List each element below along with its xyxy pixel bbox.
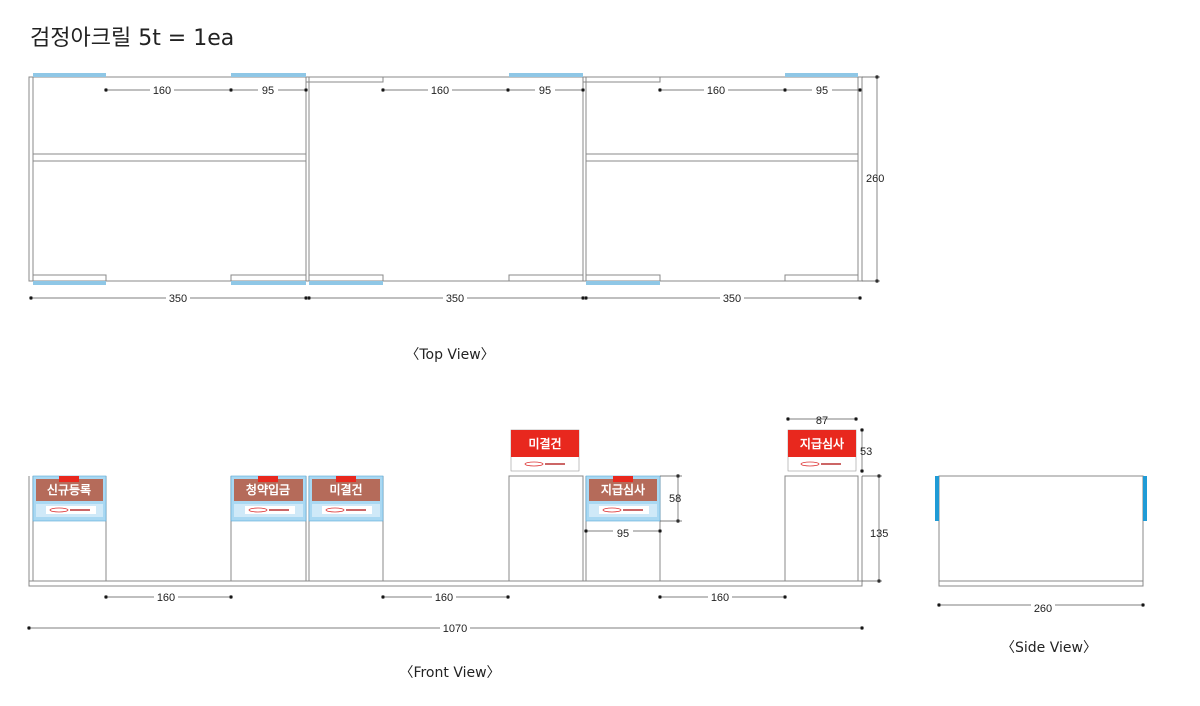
top-view-dimensions <box>29 75 880 300</box>
dim-label: 95 <box>262 85 274 97</box>
sign-label: 지급심사 <box>800 436 844 451</box>
top-sign-1: 미결건 <box>510 429 580 472</box>
top-view-dim-labels: 160 95 160 95 160 95 350 350 350 260 <box>150 85 884 305</box>
sign-label: 지급심사 <box>601 482 645 497</box>
front-view <box>28 475 863 587</box>
top-view-slot <box>308 274 384 282</box>
top-view-caption: 〈Top View〉 <box>405 347 494 363</box>
acrylic-strip <box>33 281 106 285</box>
dim-label: 95 <box>539 85 551 97</box>
dim-label: 160 <box>153 85 171 97</box>
front-view-box <box>508 475 584 582</box>
page-title: 검정아크릴 5t = 1ea <box>30 26 235 51</box>
top-view-acrylic-strips <box>33 73 858 285</box>
top-view-slot <box>582 76 661 83</box>
front-view-caption: 〈Front View〉 <box>399 665 500 681</box>
dim-label: 58 <box>669 493 681 505</box>
acrylic-strip <box>231 281 306 285</box>
dim-label: 95 <box>816 85 828 97</box>
top-view-shelf <box>32 153 307 162</box>
dim-label: 53 <box>860 446 872 458</box>
dim-label: 350 <box>723 293 741 305</box>
sign-label: 청약입금 <box>246 482 290 497</box>
side-view-frame <box>938 475 1144 587</box>
dim-label: 95 <box>617 528 629 540</box>
dim-label: 160 <box>435 592 453 604</box>
sign-label: 미결건 <box>528 436 561 451</box>
dim-label: 135 <box>870 528 888 540</box>
dim-label: 87 <box>816 415 828 427</box>
front-panel-4: 지급심사 <box>585 475 661 522</box>
acrylic-strip <box>785 73 858 77</box>
dim-label: 160 <box>707 85 725 97</box>
top-view-slot <box>32 274 107 282</box>
top-view-slot <box>585 274 661 282</box>
top-view-slot <box>508 274 584 282</box>
acrylic-strip <box>509 73 583 77</box>
dim-label: 260 <box>1034 603 1052 615</box>
sign-label: 미결건 <box>329 482 362 497</box>
top-sign-2: 지급심사 <box>787 429 857 472</box>
sign-label: 신규등록 <box>47 482 91 497</box>
dim-label: 350 <box>446 293 464 305</box>
side-view-caption: 〈Side View〉 <box>1001 640 1097 656</box>
dim-label: 160 <box>431 85 449 97</box>
top-view-shelf <box>585 153 859 162</box>
side-acrylic-strip <box>1143 476 1147 521</box>
dim-label: 350 <box>169 293 187 305</box>
top-view-slot <box>230 274 307 282</box>
dim-label: 1070 <box>443 623 467 635</box>
front-panel-1: 신규등록 <box>32 475 107 522</box>
front-view-dim-labels: 87 53 58 95 135 160 160 160 1070 <box>154 415 888 635</box>
front-panel-3: 미결건 <box>308 475 384 522</box>
dim-label: 160 <box>157 592 175 604</box>
acrylic-strip <box>231 73 306 77</box>
front-view-base <box>28 580 863 587</box>
top-view-slot <box>305 76 384 83</box>
top-view <box>28 76 863 282</box>
acrylic-strip <box>33 73 106 77</box>
top-view-slot <box>784 274 859 282</box>
top-view-outer-frame <box>28 76 863 282</box>
acrylic-strip <box>586 281 660 285</box>
side-acrylic-strip <box>935 476 939 521</box>
front-view-box <box>784 475 859 582</box>
dim-label: 160 <box>711 592 729 604</box>
acrylic-strip <box>309 281 383 285</box>
dim-label: 260 <box>866 173 884 185</box>
front-panel-2: 청약입금 <box>230 475 307 522</box>
side-view <box>938 475 1144 587</box>
